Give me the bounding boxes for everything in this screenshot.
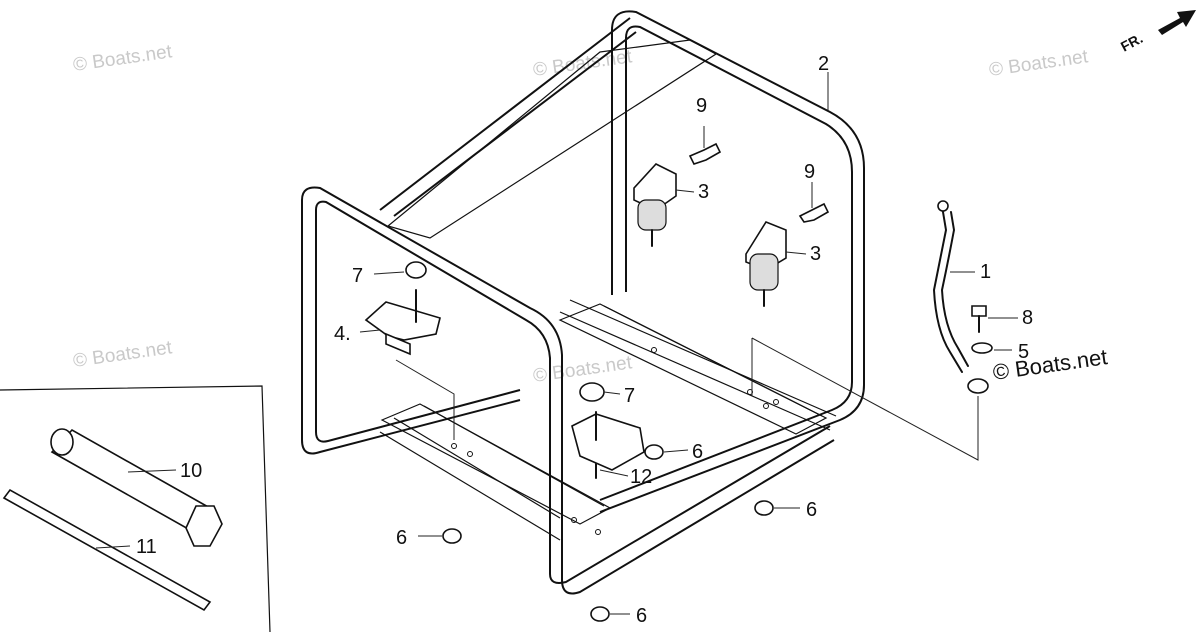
watermark-mid-left: © Boats.net: [72, 337, 174, 372]
callout-nut-lower: 7: [624, 385, 635, 407]
callout-flange-nut-2: 6: [806, 499, 817, 521]
callout-mount-lower: 3: [810, 243, 821, 265]
cable-route-line-2: [751, 337, 979, 461]
front-direction-label: FR.: [1118, 30, 1145, 55]
callout-mount-upper: 3: [698, 181, 709, 203]
callout-bolt-upper: 9: [696, 95, 707, 117]
handle-bar: [2, 488, 212, 612]
callout-bolt-lower: 9: [804, 161, 815, 183]
watermark-top-center: © Boats.net: [532, 46, 634, 81]
flange-nut-4: [590, 606, 610, 622]
callout-handle-bar: 11: [136, 536, 157, 558]
bolt-upper: [688, 142, 722, 165]
bracket-left: [364, 289, 441, 356]
flange-nut-1: [644, 444, 664, 460]
washer-5: [971, 342, 993, 354]
callout-bolt-8: 8: [1022, 307, 1033, 329]
ground-cable: [933, 200, 989, 394]
callout-flange-nut-1: 6: [692, 441, 703, 463]
engine-mount-upper: [633, 163, 677, 247]
bolt-8: [971, 305, 987, 333]
front-direction-marker: FR.: [1118, 10, 1196, 55]
tool-kit-border: [0, 385, 271, 632]
callout-washer: 5: [1018, 341, 1029, 363]
callout-ground-cable: 1: [980, 261, 991, 283]
bracket-route-line: [395, 359, 455, 440]
flange-nut-3: [442, 528, 462, 544]
callout-leaders: [95, 72, 1018, 615]
callout-bracket-center: 12: [630, 466, 652, 488]
watermark-top-right: © Boats.net: [988, 46, 1090, 81]
frame-tube: [301, 10, 865, 595]
nut-upper: [405, 261, 427, 279]
callout-flange-nut-4: 6: [636, 605, 647, 627]
callout-nut-upper: 7: [352, 265, 363, 287]
watermark-top-left: © Boats.net: [72, 41, 174, 76]
callout-frame: 2: [818, 53, 829, 75]
callout-flange-nut-3: 6: [396, 527, 407, 549]
flange-nut-2: [754, 500, 774, 516]
callout-box-wrench: 10: [180, 460, 202, 482]
nut-lower: [579, 382, 605, 402]
arrow-icon: [1158, 10, 1196, 35]
callout-bracket-left: 4.: [334, 323, 351, 345]
watermark-mid-center: © Boats.net: [532, 352, 634, 387]
bolt-lower: [798, 202, 830, 223]
box-wrench: [50, 428, 223, 547]
bracket-center: [571, 411, 645, 479]
frame-holes: [451, 347, 779, 535]
engine-mount-lower: [745, 221, 787, 307]
